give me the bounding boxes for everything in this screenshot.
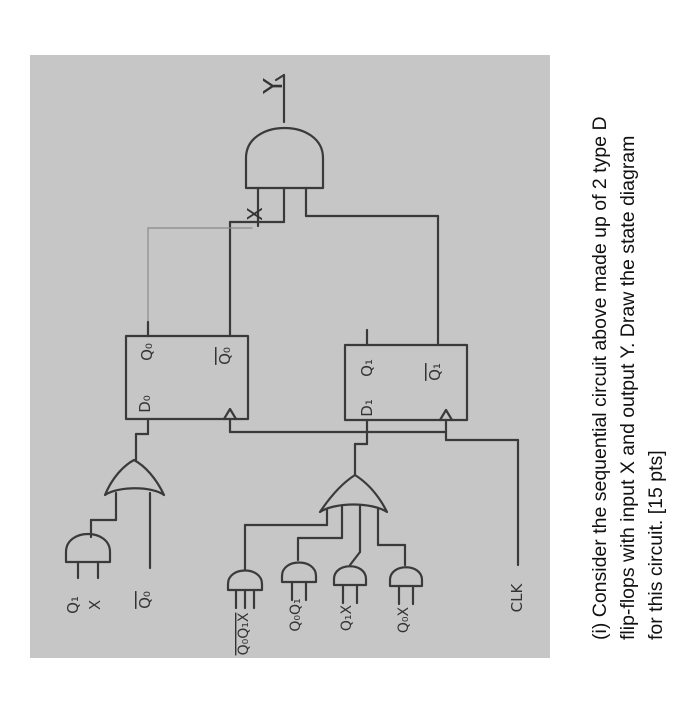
and-gate-output <box>244 127 325 190</box>
and-gate-q0x <box>388 566 424 588</box>
question-line-2: flip-flops with input X and output Y. Dr… <box>617 135 639 640</box>
label-ff0-d: D₀ <box>136 395 154 413</box>
label-and-d0-x: X <box>86 600 104 610</box>
label-input-x: X <box>243 207 267 221</box>
or-gate-d0 <box>103 458 166 497</box>
label-in-q0q1x: Q₀Q₁X <box>236 612 252 655</box>
ff0-clock-triangle <box>222 407 238 421</box>
label-ff1-d: D₁ <box>358 399 376 417</box>
label-ff1-q: Q₁ <box>358 359 376 377</box>
and-gate-q0q1 <box>280 561 318 584</box>
and-gate-q1x <box>332 565 368 587</box>
flip-flop-1 <box>343 343 469 422</box>
wire-and3-down <box>348 550 362 567</box>
and-gate-d0 <box>64 532 112 564</box>
label-or0-q0: Q₀ <box>136 591 154 609</box>
flip-flop-0 <box>124 334 250 421</box>
paper-sheet <box>30 55 550 658</box>
label-and-d0-q1: Q₁ <box>64 596 82 614</box>
label-in-q0x: Q₀X <box>396 606 412 633</box>
ff1-clock-triangle <box>438 408 454 422</box>
or-gate-d1 <box>318 473 389 514</box>
label-in-q1x: Q₁X <box>339 604 355 631</box>
question-line-1: (i) Consider the sequential circuit abov… <box>589 116 611 640</box>
label-in-q0q1: Q₀Q₁ <box>288 598 304 631</box>
wire-y-output-tail <box>274 73 286 82</box>
question-text: (i) Consider the sequential circuit abov… <box>586 40 670 640</box>
question-line-3: for this circuit. [15 pts] <box>645 450 667 640</box>
label-ff1-qbar: Q₁ <box>426 363 444 381</box>
and-gate-q0q1x <box>226 569 264 592</box>
label-output-y: Y <box>259 78 289 95</box>
label-ff0-qbar: Q₀ <box>216 347 234 365</box>
label-ff0-q: Q₀ <box>138 343 156 361</box>
label-clock: CLK <box>508 583 526 613</box>
